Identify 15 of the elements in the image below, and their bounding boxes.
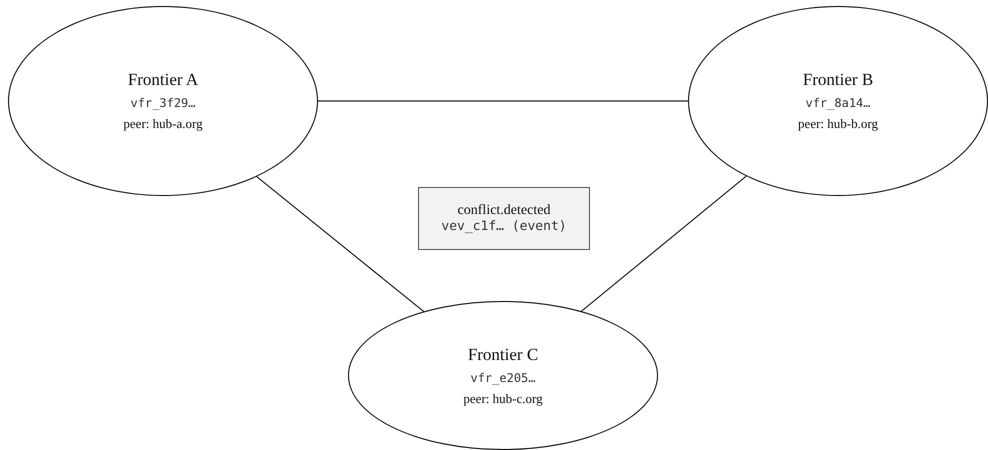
peer-label: peer: hub-b.org xyxy=(798,116,878,132)
peer-label: peer: hub-c.org xyxy=(463,390,543,406)
node-title: Frontier C xyxy=(468,344,538,364)
node-id: vfr_e205… xyxy=(470,370,536,384)
connector-line xyxy=(318,100,688,102)
peer-label: peer: hub-a.org xyxy=(123,116,203,132)
connector-line xyxy=(580,176,747,312)
event-name: conflict.detected xyxy=(458,203,550,219)
node-title: Frontier A xyxy=(128,70,198,90)
event-box xyxy=(418,187,590,250)
node-title: Frontier B xyxy=(802,70,874,90)
connector-line xyxy=(256,176,424,312)
event-id: vev_c1f… (event) xyxy=(441,219,567,234)
node-id: vfr_3f29… xyxy=(130,96,196,110)
node-id: vfr_8a14… xyxy=(805,96,871,110)
